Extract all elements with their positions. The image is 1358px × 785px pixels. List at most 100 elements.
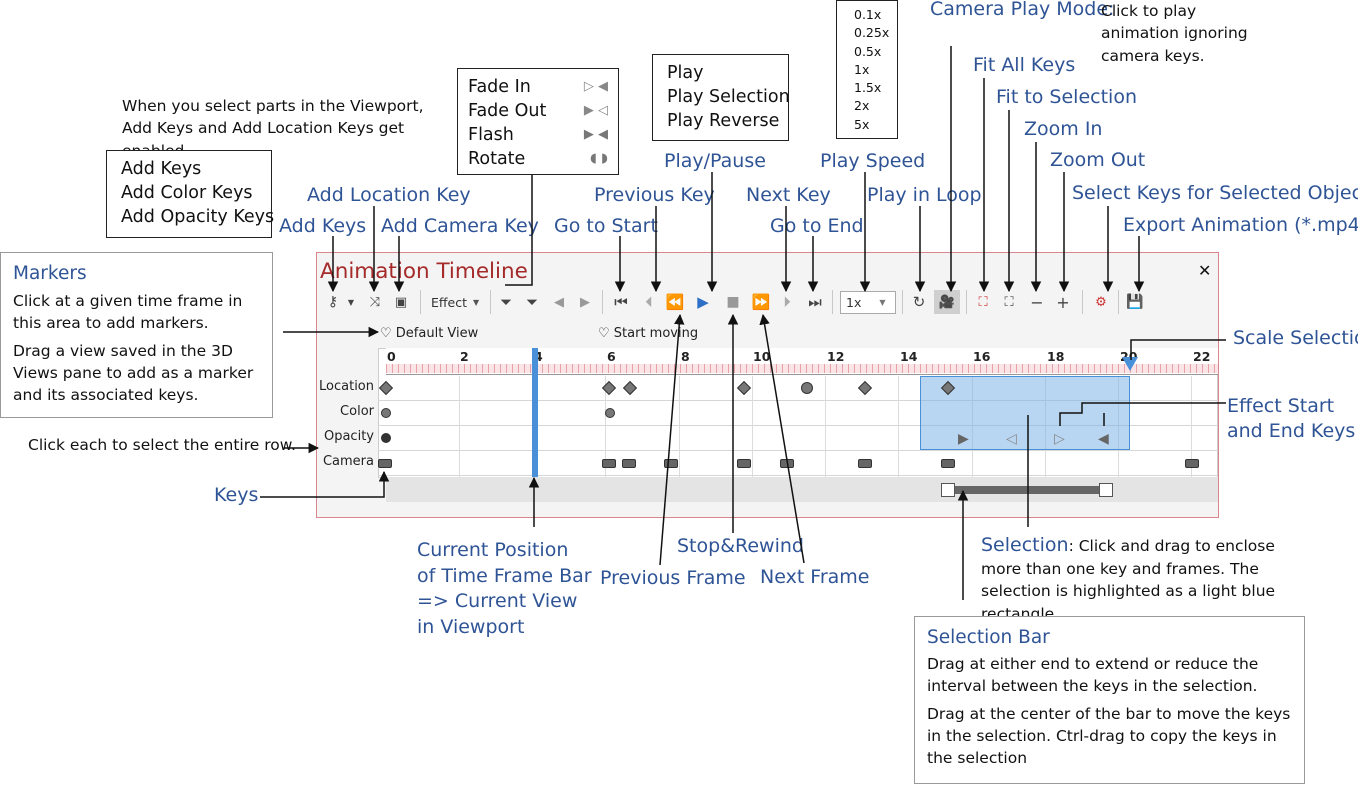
- camera-key[interactable]: [622, 459, 636, 468]
- camera-key[interactable]: [941, 459, 955, 468]
- menu-item-fade-in[interactable]: Fade In: [468, 77, 531, 97]
- ruler-band: [386, 364, 1218, 373]
- menu-item-flash[interactable]: Flash: [468, 125, 514, 145]
- gridline: [459, 376, 460, 477]
- zoom-out-button[interactable]: +: [1052, 291, 1074, 313]
- marker-label: Default View: [395, 326, 479, 341]
- previous-frame-button[interactable]: ⏪: [664, 291, 686, 313]
- speed-option[interactable]: 0.5x: [854, 43, 882, 59]
- callout-select-row: Click each to select the entire row.: [28, 436, 296, 454]
- menu-item-play[interactable]: Play: [667, 63, 704, 83]
- triangle-left-icon: ◀: [554, 294, 564, 310]
- play-speed-dropdown[interactable]: 1x ▼: [840, 291, 896, 314]
- selection-bar-right-handle[interactable]: [1099, 483, 1113, 497]
- selection-bar[interactable]: [954, 486, 1100, 494]
- speed-option[interactable]: 5x: [854, 116, 870, 132]
- stop-rewind-button[interactable]: ■: [722, 291, 744, 313]
- menu-item-play-reverse[interactable]: Play Reverse: [667, 111, 780, 131]
- camera-play-mode-button[interactable]: 🎥: [934, 290, 960, 314]
- play-in-loop-button[interactable]: ↻: [908, 291, 930, 313]
- effect-prev-button[interactable]: ◀: [548, 291, 570, 313]
- opacity-key[interactable]: [381, 433, 391, 443]
- camera-key[interactable]: [780, 459, 794, 468]
- close-icon[interactable]: ✕: [1198, 261, 1212, 280]
- row-label-color[interactable]: Color: [340, 404, 374, 419]
- effect-start-key[interactable]: ▶: [958, 431, 969, 447]
- next-key-button[interactable]: ⏵: [776, 291, 798, 313]
- camera-key[interactable]: [664, 459, 678, 468]
- gridline: [605, 376, 606, 477]
- selection-bar-p2: Drag at the center of the bar to move th…: [927, 705, 1291, 767]
- add-effect-end-button[interactable]: ⏷: [521, 291, 543, 313]
- current-time-bar[interactable]: [532, 348, 538, 478]
- speed-option[interactable]: 1x: [854, 61, 870, 77]
- effect-next-button[interactable]: ▶: [574, 291, 596, 313]
- time-ruler[interactable]: [386, 348, 1218, 375]
- location-key-rotate[interactable]: [801, 382, 813, 394]
- play-pause-button[interactable]: ▶: [692, 291, 714, 313]
- chevron-down-icon: ▼: [472, 297, 480, 307]
- marker-label: Start moving: [613, 326, 699, 341]
- callout-go-to-start: Go to Start: [554, 215, 658, 237]
- effect-dropdown-value: Effect: [431, 294, 467, 310]
- camera-key[interactable]: [858, 459, 872, 468]
- selection-bar-left-handle[interactable]: [941, 483, 955, 497]
- flash-icon: ▶ ◀: [583, 127, 608, 142]
- go-to-end-button[interactable]: ⏭: [804, 291, 826, 313]
- callout-go-to-end: Go to End: [770, 215, 864, 237]
- add-location-key-button[interactable]: ⤨: [364, 291, 386, 313]
- row-label-opacity[interactable]: Opacity: [323, 429, 374, 444]
- select-keys-button[interactable]: ⚙: [1090, 291, 1112, 313]
- speed-option[interactable]: 0.25x: [854, 25, 890, 41]
- marker-start-moving[interactable]: ♡ Start moving: [598, 326, 698, 341]
- menu-item-add-opacity-keys[interactable]: Add Opacity Keys: [121, 207, 275, 227]
- selection-bar-p1: Drag at either end to extend or reduce t…: [927, 655, 1259, 695]
- go-to-start-button[interactable]: ⏮: [610, 291, 632, 313]
- select-keys-icon: ⚙: [1095, 294, 1107, 310]
- menu-item-play-selection[interactable]: Play Selection: [667, 87, 790, 107]
- effect-dropdown[interactable]: Effect ▼: [426, 291, 486, 313]
- add-keys-button[interactable]: ⚷: [322, 291, 344, 313]
- row-label-camera[interactable]: Camera: [322, 454, 374, 469]
- color-key[interactable]: [605, 408, 615, 418]
- speed-option[interactable]: 1.5x: [854, 80, 882, 96]
- speed-option[interactable]: 2x: [854, 98, 870, 114]
- previous-key-button[interactable]: ⏴: [638, 291, 660, 313]
- menu-item-rotate[interactable]: Rotate: [468, 149, 526, 169]
- effect-end-key[interactable]: ◀: [1098, 431, 1109, 447]
- menu-item-add-color-keys[interactable]: Add Color Keys: [121, 183, 253, 203]
- effect-start-key[interactable]: ▷: [1054, 431, 1065, 447]
- next-frame-button[interactable]: ⏩: [750, 291, 772, 313]
- add-keys-dropdown-icon[interactable]: ▼: [347, 297, 355, 307]
- fit-all-keys-button[interactable]: ⛶: [972, 291, 994, 313]
- camera-key[interactable]: [378, 459, 392, 468]
- scale-selection-handle[interactable]: [1122, 357, 1138, 371]
- callout-play-in-loop: Play in Loop: [867, 184, 982, 206]
- zoom-in-button[interactable]: −: [1026, 291, 1048, 313]
- callout-fit-to-selection: Fit to Selection: [996, 86, 1137, 108]
- callout-zoom-out: Zoom Out: [1050, 149, 1146, 171]
- camera-key[interactable]: [1185, 459, 1199, 468]
- callout-previous-key: Previous Key: [594, 184, 715, 206]
- row-label-location[interactable]: Location: [319, 379, 374, 394]
- markers-p1: Click at a given time frame in this area…: [13, 292, 243, 332]
- export-animation-button[interactable]: 💾: [1124, 291, 1146, 313]
- fit-to-selection-button[interactable]: ⛶: [998, 291, 1020, 313]
- add-effect-start-button[interactable]: ⏷: [495, 291, 517, 313]
- menu-item-fade-out[interactable]: Fade Out: [468, 101, 547, 121]
- camera-key[interactable]: [737, 459, 751, 468]
- camera-key[interactable]: [602, 459, 616, 468]
- add-camera-key-button[interactable]: ▣: [390, 291, 412, 313]
- marker-default-view[interactable]: ♡ Default View: [380, 326, 478, 341]
- effect-end-key[interactable]: ◁: [1006, 431, 1017, 447]
- markers-box: Markers Click at a given time frame in t…: [0, 252, 273, 418]
- speed-option[interactable]: 0.1x: [854, 7, 882, 22]
- menu-item-add-keys[interactable]: Add Keys: [121, 159, 202, 179]
- key-icon: ⚷: [327, 294, 339, 310]
- color-key[interactable]: [381, 408, 391, 418]
- zoom-out-icon: +: [1056, 292, 1070, 312]
- rewind-icon: ⏪: [665, 293, 685, 311]
- track-camera[interactable]: [378, 451, 1218, 476]
- stop-icon: ■: [726, 294, 740, 310]
- ruler-tick: 8: [681, 349, 690, 364]
